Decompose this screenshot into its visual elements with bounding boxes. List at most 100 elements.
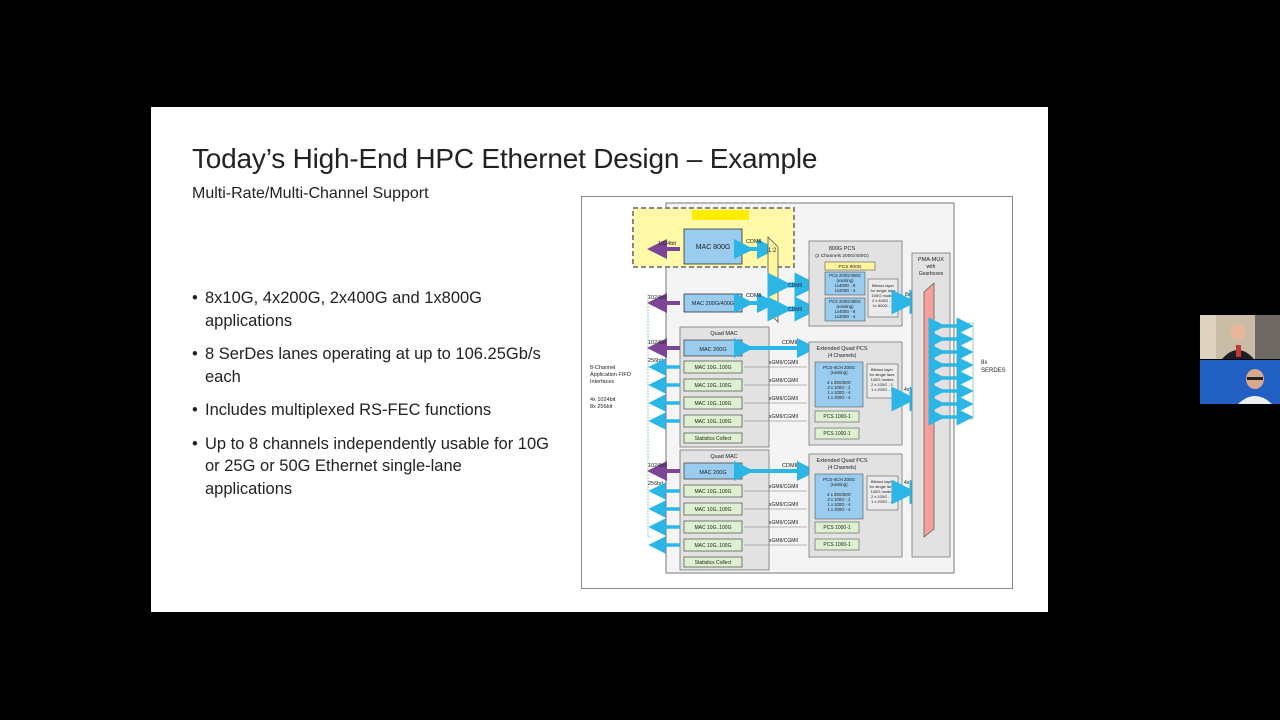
- pcs-line: PCS 200G/400G: [829, 273, 860, 278]
- webcam-thumbnail[interactable]: [1200, 315, 1280, 359]
- pcs-4ch-block: [814, 473, 864, 520]
- extended-pcs-subtitle: (4 Channels): [828, 353, 857, 359]
- mac-10-100-block: [683, 484, 743, 498]
- cdmii-label: CDMII: [746, 293, 762, 299]
- bullet-item: Includes multiplexed RS-FEC functions: [192, 399, 552, 422]
- presentation-slide: Today’s High-End HPC Ethernet Design – E…: [151, 107, 1048, 612]
- pcs-1000-label: PCS 1000-1: [823, 542, 850, 548]
- statistics-label: Statistics Collect: [695, 436, 732, 442]
- bitmux-line: 2 x 400G - 4: [872, 298, 895, 303]
- pcs4ch-line: PCS-4CH 200G: [823, 365, 856, 370]
- xgmii-label: xGMII/CGMII: [769, 502, 798, 508]
- fifo-label-line: 8-Channel: [590, 365, 615, 371]
- mac-10-100-label: MAC 10G..100G: [695, 365, 732, 371]
- pcs-800g-title: 800G PCS: [829, 246, 856, 252]
- pcs4ch-mode: 4 x 25G/50G: [827, 492, 851, 497]
- pma-mux-title: with: [927, 264, 936, 270]
- pcs-800g-label: PCS 800G: [839, 264, 862, 270]
- pcs-1000-label: PCS 1000-1: [823, 414, 850, 420]
- mac-10-100-block: [683, 414, 743, 428]
- pcs-1000-block: [814, 410, 860, 423]
- pcs4ch-mode: 1 x 200G - 4: [827, 507, 851, 512]
- mac-800g-block: [683, 228, 743, 265]
- cdmii-label: CDMII: [788, 307, 802, 313]
- cdmii-label: CDMII: [782, 463, 798, 469]
- bit-width-label: 1024bit: [648, 295, 667, 301]
- bitmux-line: 2 x 100G - 1: [871, 494, 894, 499]
- bitmux-line: 100G modes: [871, 489, 894, 494]
- person-avatar-icon: [1200, 360, 1280, 404]
- quad-mac-title: Quad MAC: [710, 331, 737, 337]
- pcs-4ch-block: [814, 361, 864, 408]
- cdmii-label: CDMII: [782, 340, 798, 346]
- person-avatar-icon: [1200, 315, 1280, 359]
- serdes-brace: [968, 322, 974, 420]
- bitmux-line: Bitmux layer: [872, 283, 895, 288]
- pcs-800g-subtitle: (2 Channels 200G/400G): [815, 253, 869, 259]
- bitmux-line: 2 x 100G - 1: [871, 382, 894, 387]
- bitmux-line: Bitmux layer: [871, 479, 894, 484]
- pcs-line: (existing): [837, 304, 855, 309]
- pcs-line: 1x400G - 8: [835, 283, 856, 288]
- pcs4ch-mode: 2 x 100G - 2: [827, 385, 851, 390]
- statistics-label: Statistics Collect: [695, 560, 732, 566]
- bullet-item: 8 SerDes lanes operating at up to 106.25…: [192, 343, 552, 388]
- xgmii-label: xGMII/CGMII: [769, 396, 798, 402]
- ethernet-block-diagram: MAC 800G 1024bit CDMII 1:2 MAC 200G/400G…: [581, 196, 1013, 589]
- mac-10-100-group: MAC 10G..100G xGMII/CGMII MAC 10G..100G …: [648, 482, 807, 554]
- pcs4ch-mode: 1 x 200G - 4: [827, 395, 851, 400]
- pcs4ch-line: (existing): [831, 482, 849, 487]
- pcs-1000-label: PCS 1000-1: [823, 525, 850, 531]
- mac-10-100-block: [683, 360, 743, 374]
- cdmii-label: CDMII: [746, 239, 762, 245]
- bitmux-line: for single lane: [870, 484, 896, 489]
- serdes-arrow-group: [928, 317, 974, 426]
- fifo-label-line: Application FIFO: [590, 372, 632, 378]
- pcs4ch-mode: 1 x 100G - 4: [827, 390, 851, 395]
- bullet-item: Up to 8 channels independently usable fo…: [192, 433, 552, 501]
- fifo-width-line: 4x 1024bit: [590, 397, 616, 403]
- mac-10-100-label: MAC 10G..100G: [695, 525, 732, 531]
- mac-10-100-label: MAC 10G..100G: [695, 543, 732, 549]
- serdes-label: 8x: [981, 360, 987, 366]
- fifo-width-line: 8x 256bit: [590, 404, 613, 410]
- bullet-list: 8x10G, 4x200G, 2x400G and 1x800G applica…: [192, 287, 552, 511]
- quad-mac-title: Quad MAC: [710, 454, 737, 460]
- pma-mux-title: PMA-MUX: [918, 257, 944, 263]
- extended-pcs-title: Extended Quad PCS: [816, 458, 867, 464]
- bit-width-label: 256bit: [648, 358, 663, 364]
- mac-10-100-block: [683, 378, 743, 392]
- pcs-line: 1x200G - 4: [835, 288, 856, 293]
- slide-title: Today’s High-End HPC Ethernet Design – E…: [192, 143, 818, 174]
- bitmux-line: for single lane: [871, 288, 897, 293]
- webcam-thumbnail[interactable]: [1200, 360, 1280, 404]
- xgmii-label: xGMII/CGMII: [769, 520, 798, 526]
- pcs-200-400-block: [824, 297, 866, 322]
- pcs-1000-label: PCS 1000-1: [823, 431, 850, 437]
- pcs-1000-block: [814, 538, 860, 551]
- pcs-line: 1x400G - 8: [835, 309, 856, 314]
- pcs-1000-block: [814, 521, 860, 534]
- bitmux-line: for single lane: [870, 372, 896, 377]
- bitmux-line: 1 x 200G - 2: [871, 499, 894, 504]
- bit-width-label: 1024bit: [648, 463, 667, 469]
- mac-10-100-label: MAC 10G..100G: [695, 507, 732, 513]
- mux-label: 1:2: [768, 248, 777, 254]
- highlight-marker: [692, 210, 749, 220]
- mac-10-100-block: [683, 538, 743, 552]
- lane-count-label: 4x: [904, 387, 910, 393]
- mac-10-100-block: [683, 502, 743, 516]
- pcs-line: 1x200G - 4: [835, 314, 856, 319]
- extended-pcs-subtitle: (4 Channels): [828, 465, 857, 471]
- statistics-block: [683, 556, 743, 568]
- fifo-brace: [647, 294, 652, 538]
- xgmii-label: xGMII/CGMII: [769, 414, 798, 420]
- lane-count-label: 4x: [904, 480, 910, 486]
- xgmii-label: xGMII/CGMII: [769, 538, 798, 544]
- mac-10-100-block: [683, 396, 743, 410]
- pcs-800g-block: [824, 261, 876, 271]
- pcs-200-400-block: [824, 271, 866, 296]
- cdmii-label: CDMII: [788, 283, 802, 289]
- mac-10-100-label: MAC 10G..100G: [695, 401, 732, 407]
- bit-width-label: 1024bit: [648, 340, 667, 346]
